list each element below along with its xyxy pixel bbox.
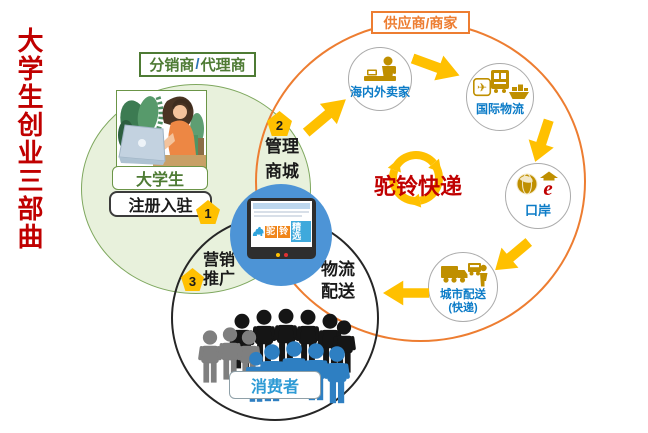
student-at-laptop-illustration [118,96,206,168]
supplier-circle-label: 供应商/商家 [371,11,470,34]
node-city-delivery-label2: (快递) [448,302,478,314]
node-international-logistics-label: 国际物流 [475,102,524,116]
node-customs-port-label: 口岸 [524,203,551,218]
logistics-delivery-line1: 物流 [321,260,355,279]
step-2-label: 管理 商城 [260,134,304,184]
logo-chars-34: 精选 [290,221,311,242]
woman-shirt [168,120,196,155]
step-3-line1: 营销 [203,252,236,269]
step-2-line2: 商城 [265,162,299,181]
distributor-label-slash: / [195,56,200,73]
e-logo: e [543,176,552,198]
tablet-buttons [247,253,316,257]
tablet-button-dot [275,253,280,257]
globe-ecommerce-icon: e [516,171,558,198]
student-label-box: 大学生 [112,166,208,190]
seller-counter-icon [364,56,396,81]
plane-icon: ✈ [477,81,487,95]
platform-logo: 驼 铃 精选 [252,221,311,242]
tablet-device: 驼 铃 精选 [247,198,316,259]
node-international-logistics: ✈ 国际物流 [466,63,534,131]
node-customs-port: e 口岸 [505,163,571,229]
student-illustration [116,90,207,169]
roof-icon [540,171,558,181]
node-overseas-sellers: 海内外卖家 [348,47,412,111]
logo-char-2: 铃 [277,225,290,238]
distributor-circle-label: 分销商/代理商 [139,52,256,77]
screen-header-bar [253,203,310,209]
distributor-label-post: 代理商 [200,57,246,74]
node-city-delivery: 城市配送 (快递) [428,252,498,322]
delivery-trucks-icon [441,263,488,287]
brand-name-label: 驼铃快递 [373,174,462,199]
page-title: 大学生创业三部曲 [14,27,43,251]
tablet-button-dot [283,253,288,257]
node-overseas-sellers-label: 海内外卖家 [349,85,410,99]
consumer-label-box: 消费者 [229,371,321,399]
logistics-delivery-label: 物流 配送 [316,259,360,303]
screen-text-line [254,215,302,217]
logistics-delivery-line2: 配送 [321,282,355,301]
distributor-label-pre: 分销商 [149,57,195,74]
step-3-label: 营销 推广 [203,252,247,289]
logo-char-1: 驼 [264,225,277,238]
camel-icon [252,226,264,236]
register-label-box: 注册入驻 [109,191,212,217]
step-2-line1: 管理 [265,137,299,156]
plane-train-ship-icon: ✈ [473,70,529,99]
tablet-screen: 驼 铃 精选 [251,201,312,247]
screen-text-line [254,211,309,213]
step-3-line2: 推广 [203,270,236,288]
step-3-badge: 3 [181,268,204,291]
ship-icon [509,92,529,99]
cycle-arrows-icon [387,151,443,208]
node-city-delivery-label1: 城市配送 [440,289,486,301]
